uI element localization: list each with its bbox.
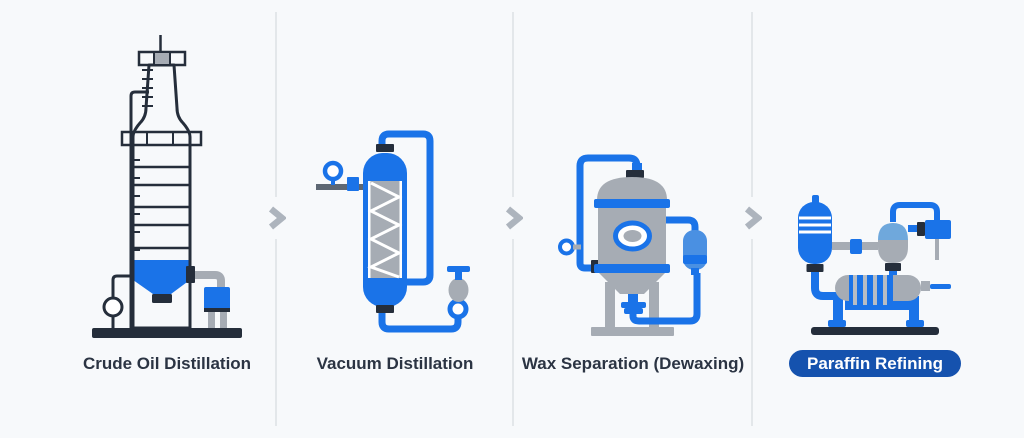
stage-label: Crude Oil Distillation xyxy=(82,354,252,373)
stage-label: Vacuum Distillation xyxy=(316,354,474,373)
stage-label: Wax Separation (Dewaxing) xyxy=(521,354,745,373)
vacuum-column-icon xyxy=(316,130,470,333)
chevron-right-icon xyxy=(264,197,288,239)
chevron-right-icon xyxy=(740,197,764,239)
dewaxing-vessel-icon xyxy=(558,154,707,336)
distillation-tower-icon xyxy=(92,35,242,338)
refining-unit-icon xyxy=(798,195,951,335)
stage-label-badge: Paraffin Refining xyxy=(789,350,961,377)
chevron-right-icon xyxy=(501,197,525,239)
